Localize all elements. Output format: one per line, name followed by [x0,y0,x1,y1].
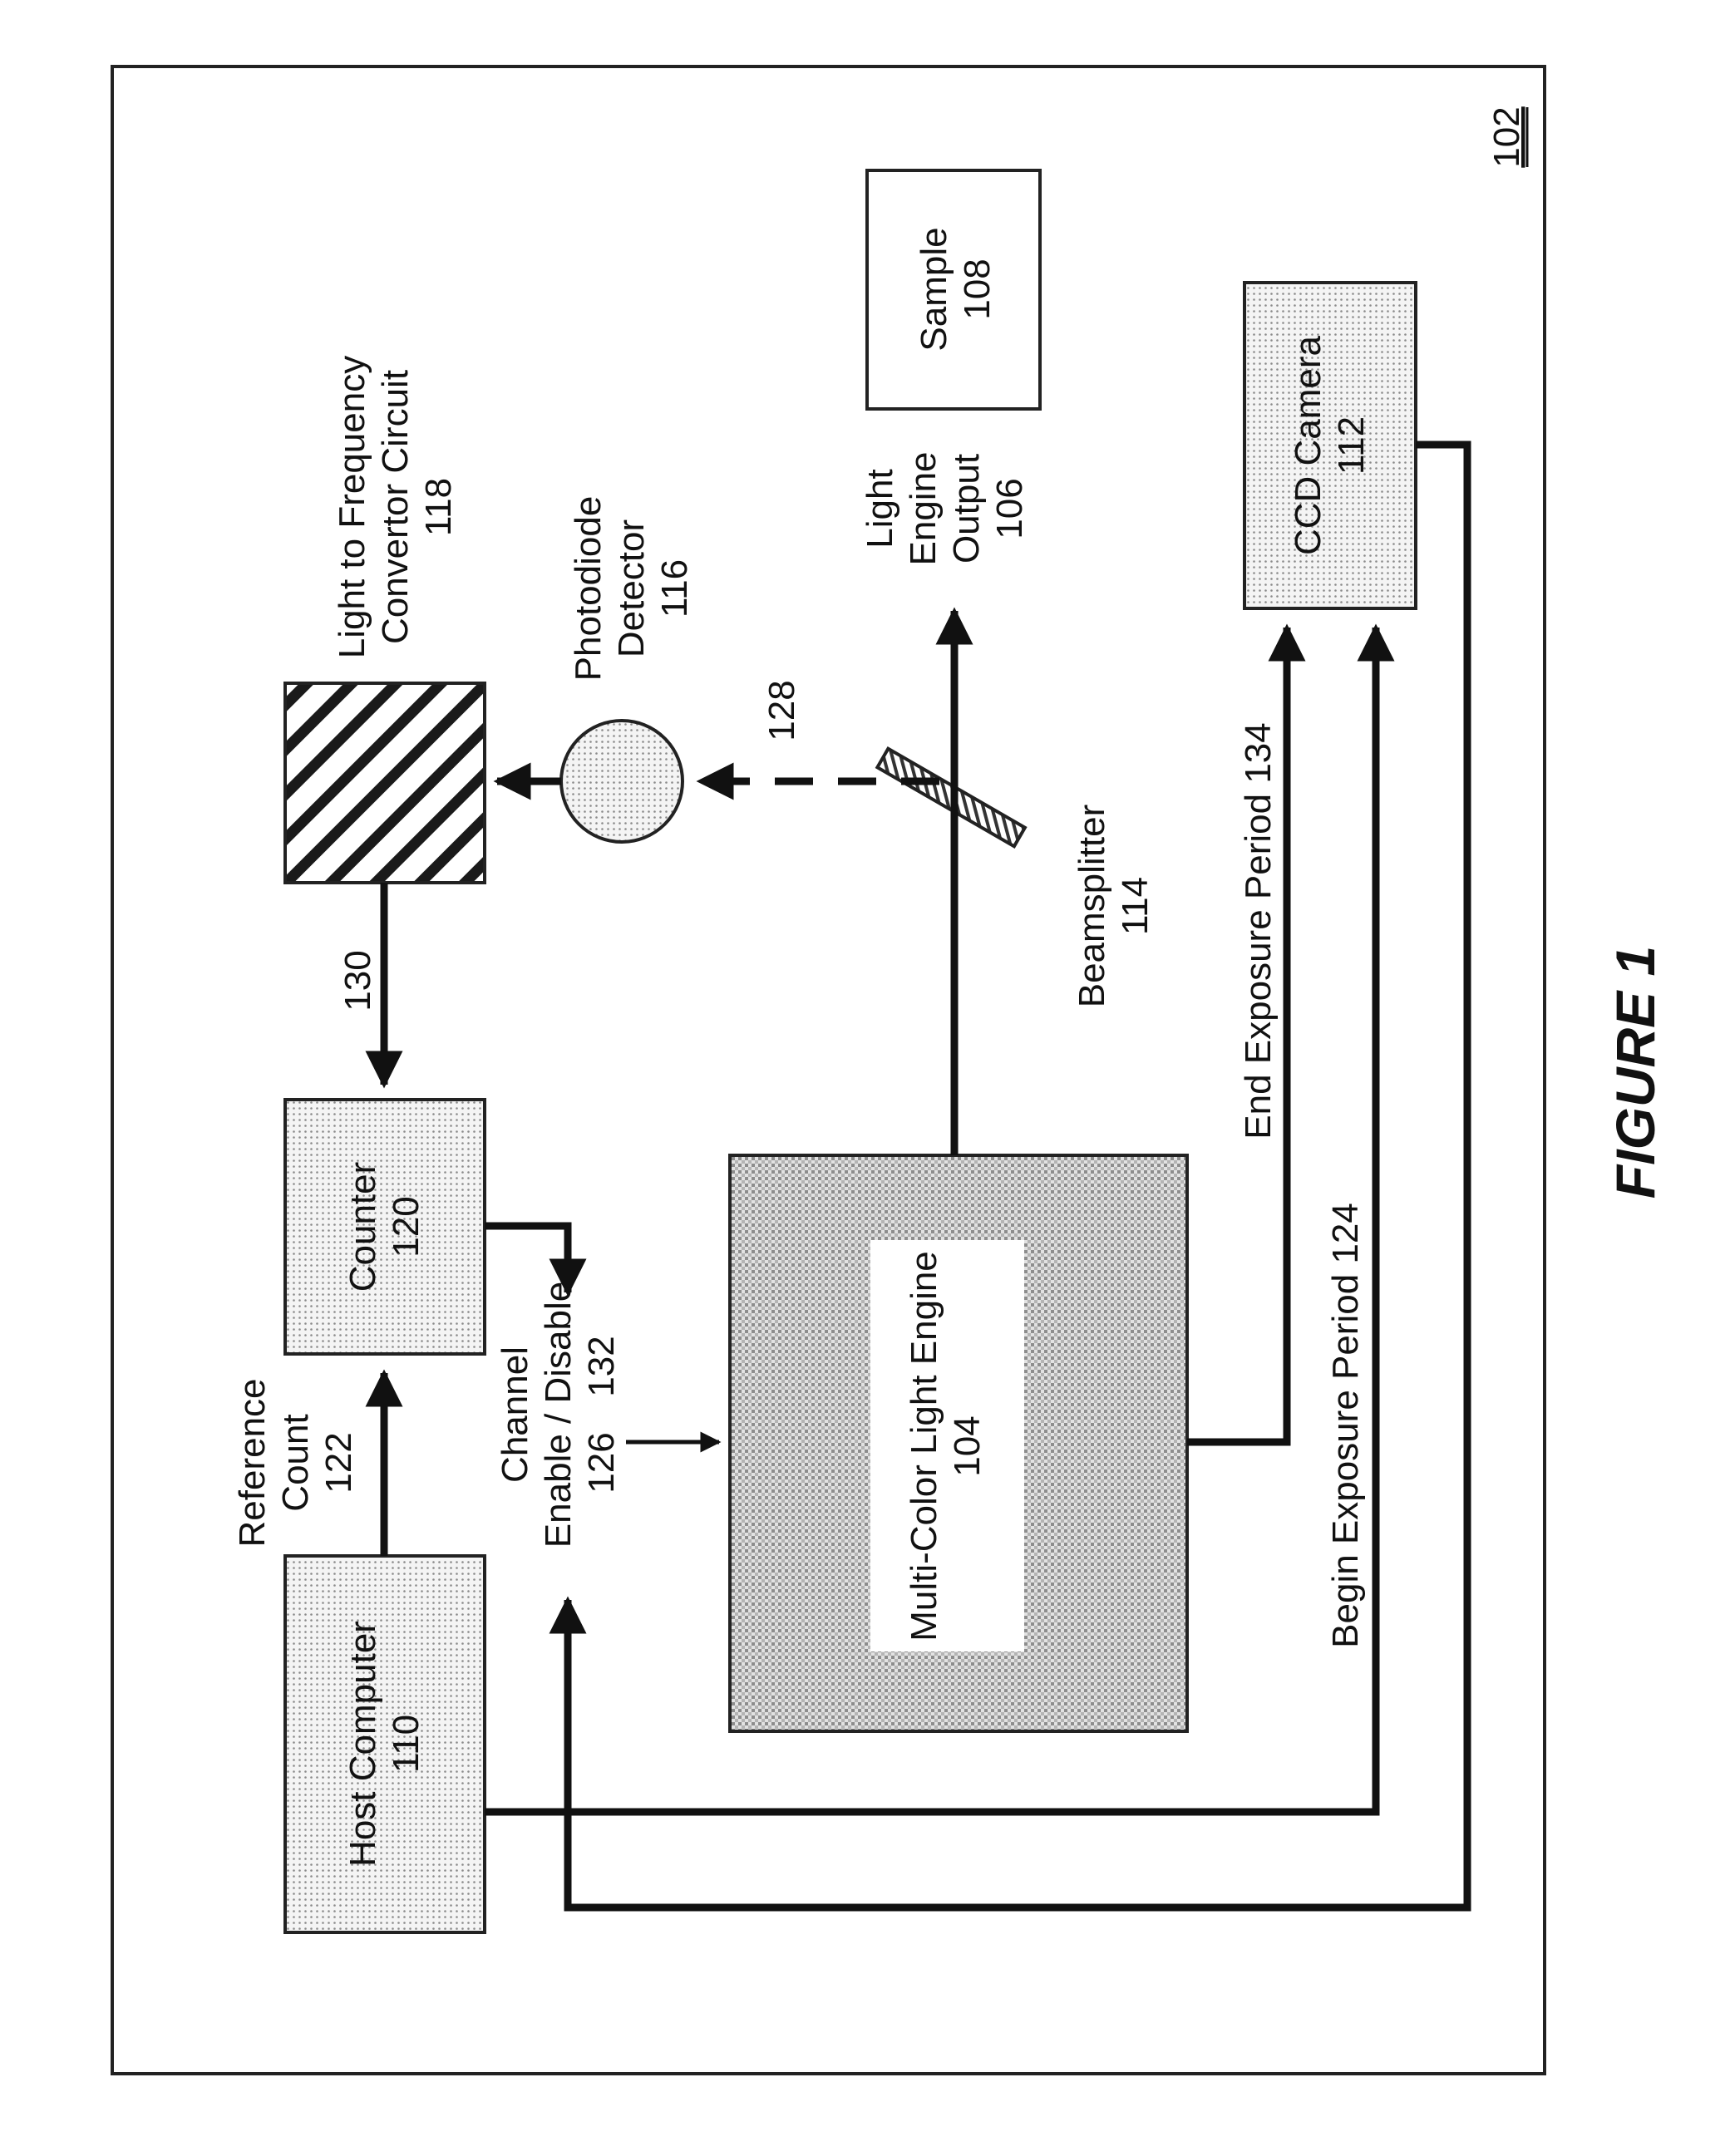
channel-enable-label: Channel Enable / Disable 126 132 [495,1282,622,1548]
svg-text:Begin Exposure Period 124: Begin Exposure Period 124 [1325,1203,1366,1648]
begin-exposure-label: Begin Exposure Period 124 [1325,1203,1366,1648]
ccd-camera-line2: 112 [1331,416,1372,475]
photodiode-label: Photodiode Detector 116 [568,496,695,682]
light-output-line4: 106 [989,478,1030,539]
l2f-line1: Light to Frequency [332,356,372,658]
host-computer-line2: 110 [386,1715,426,1773]
signal-130-label: 130 [338,950,378,1011]
svg-text:FIGURE 1: FIGURE 1 [1604,946,1666,1199]
svg-text:130: 130 [338,950,378,1011]
light-engine-line2: 104 [947,1415,988,1476]
l2f-line2: Convertor Circuit [375,370,416,644]
ccd-camera-block [1244,283,1416,608]
channel-line3: 126 [581,1432,622,1493]
photodiode-line3: 116 [654,559,695,618]
channel-line2: Enable / Disable [538,1282,579,1548]
host-computer-block [285,1556,485,1932]
beam-128-label: 128 [761,680,802,741]
sample-line1: Sample [914,227,954,351]
counter-line1: Counter [343,1162,383,1292]
figure-caption: FIGURE 1 [1604,946,1666,1199]
figure-ref-label: 102 [1486,106,1527,167]
beamsplitter-label: Beamsplitter 114 [1072,805,1156,1008]
light-output-line1: Light [860,469,900,548]
photodiode-line2: Detector [611,519,652,657]
light-output-line3: Output [946,454,987,564]
light-output-line2: Engine [903,451,944,565]
counter-line2: 120 [386,1196,426,1257]
reference-count-line3: 122 [318,1432,359,1493]
sample-line2: 108 [957,258,998,319]
light-to-frequency-label: Light to Frequency Convertor Circuit 118 [332,356,459,658]
channel-line3b: 132 [581,1336,622,1396]
host-computer-line1: Host Computer [343,1621,383,1867]
ccd-camera-line1: CCD Camera [1288,335,1328,555]
svg-text:128: 128 [761,680,802,741]
beamsplitter-line2: 114 [1115,877,1156,935]
reference-count-label: Reference Count 122 [232,1378,359,1547]
light-engine-line1: Multi-Color Light Engine [904,1251,944,1642]
svg-text:102: 102 [1486,106,1527,167]
photodiode-line1: Photodiode [568,496,609,682]
channel-line1: Channel [495,1346,535,1483]
svg-text:End Exposure Period 134: End Exposure Period 134 [1238,722,1279,1139]
light-to-frequency-block [285,683,485,883]
l2f-line3: 118 [418,478,459,536]
reference-count-line2: Count [275,1414,316,1511]
counter-block [285,1100,485,1354]
end-exposure-label: End Exposure Period 134 [1238,722,1279,1139]
photodiode-detector [561,721,683,842]
reference-count-line1: Reference [232,1378,273,1547]
light-output-label: Light Engine Output 106 [860,451,1030,565]
beamsplitter-line1: Beamsplitter [1072,805,1112,1008]
